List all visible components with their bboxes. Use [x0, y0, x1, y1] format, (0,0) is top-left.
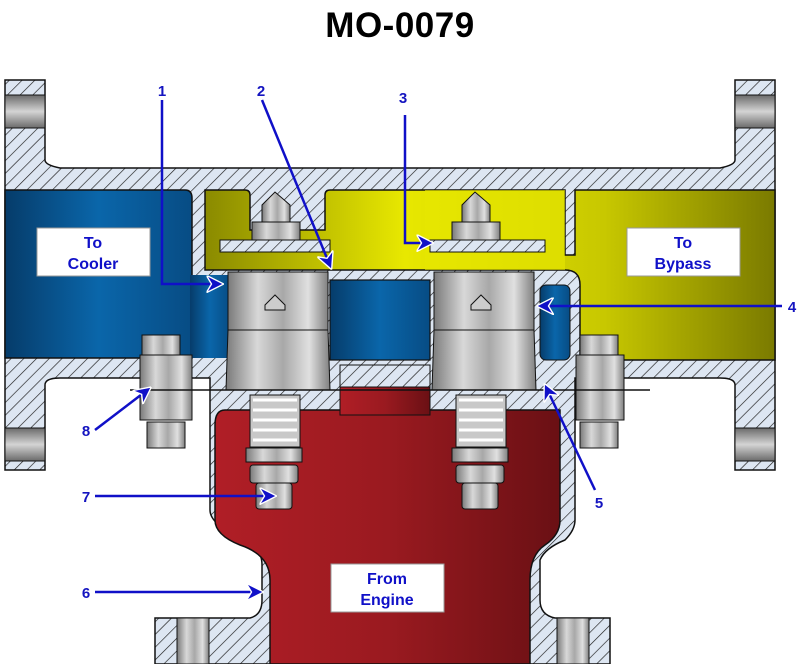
flange-bolt-hole [734, 427, 776, 462]
callout-number-5: 5 [595, 495, 603, 512]
callout-number-7: 7 [82, 489, 90, 506]
label-text: To [674, 235, 693, 252]
callout-number-8: 8 [82, 423, 90, 440]
label-text: To [84, 235, 103, 252]
label-text: Engine [360, 592, 413, 609]
callout-number-3: 3 [399, 90, 407, 107]
diagram-title: MO-0079 [325, 6, 475, 45]
callout-number-2: 2 [257, 83, 265, 100]
label-to-bypass: To Bypass [626, 227, 741, 277]
label-from-engine: From Engine [330, 563, 445, 613]
valve-seat-plate [219, 239, 331, 253]
callout-arrow-2 [260, 99, 331, 268]
label-to-cooler: To Cooler [36, 227, 151, 277]
body-web [339, 364, 431, 388]
bolt-right [575, 334, 625, 449]
label-text: Cooler [68, 256, 119, 273]
flange-bolt-hole [4, 427, 46, 462]
flange-bolt-hole [556, 617, 590, 664]
flange-bolt-hole [734, 94, 776, 129]
callout-arrow-3 [403, 115, 432, 243]
callout-number-1: 1 [158, 83, 166, 100]
callout-arrow-5 [545, 385, 597, 491]
flange-bolt-hole [4, 94, 46, 129]
label-text: Bypass [655, 256, 712, 273]
callout-number-4: 4 [788, 299, 797, 316]
thermostat-element-left [225, 191, 331, 510]
valve-seat-plate [429, 239, 546, 253]
thermostat-element-right [431, 191, 537, 510]
flange-bolt-hole [176, 617, 210, 664]
callout-number-6: 6 [82, 585, 90, 602]
callout-arrow-8 [94, 388, 150, 431]
callout-arrow-1 [160, 100, 222, 284]
label-text: From [367, 571, 407, 588]
